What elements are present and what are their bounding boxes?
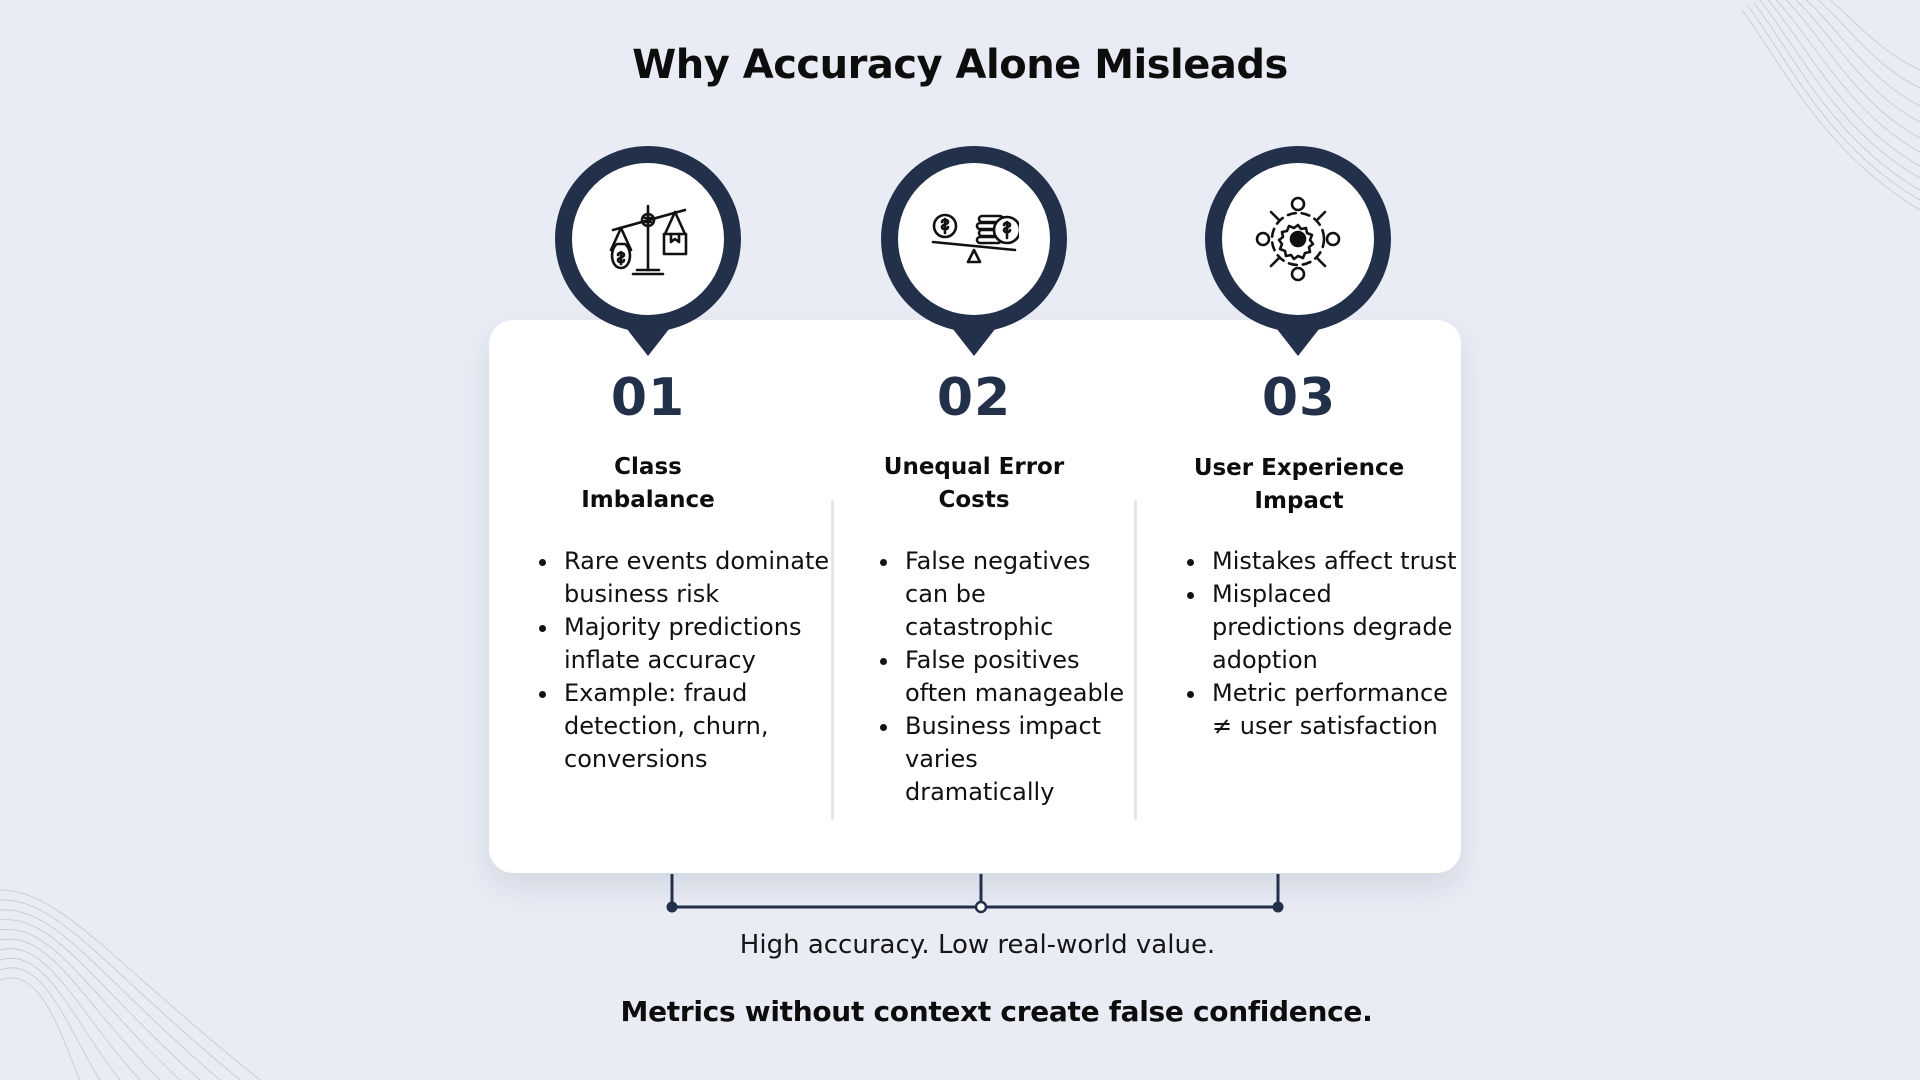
step-number-02: 02 (936, 368, 1012, 428)
heading-line: Class (614, 454, 682, 480)
list-item: False positives often manageable (901, 644, 1133, 710)
heading-line: Unequal Error (883, 454, 1065, 480)
list-item: Misplaced predictions degrade adoption (1208, 578, 1470, 677)
tagline: High accuracy. Low real-world value. (739, 930, 1216, 960)
list-item: Majority predictions inflate accuracy (560, 611, 852, 677)
page-title: Why Accuracy Alone Misleads (632, 42, 1288, 88)
column-heading-class-imbalance: Class Imbalance (498, 451, 798, 517)
corner-wave-decoration (0, 889, 261, 1080)
column-divider (1134, 500, 1137, 820)
corner-wave-decoration (1741, 0, 1920, 211)
column-heading-user-experience-impact: User Experience Impact (1149, 452, 1449, 518)
step-number-01: 01 (610, 368, 686, 428)
column-divider (831, 500, 834, 820)
bullet-list: False negatives can be catastrophic Fals… (879, 545, 1133, 809)
list-item: Example: fraud detection, churn, convers… (560, 677, 852, 776)
heading-line: Costs (938, 487, 1010, 513)
list-item: Metric performance ≠ user satisfaction (1208, 677, 1470, 743)
heading-line: Impact (1254, 488, 1344, 514)
content-card (489, 320, 1461, 873)
list-item: Mistakes affect trust (1208, 545, 1470, 578)
list-item: False negatives can be catastrophic (901, 545, 1133, 644)
column-heading-unequal-error-costs: Unequal Error Costs (824, 451, 1124, 517)
bracket-connector (666, 874, 1284, 914)
gear-users-icon (1255, 196, 1341, 282)
bullet-list: Rare events dominate business risk Major… (538, 545, 852, 776)
step-number-03: 03 (1261, 368, 1337, 428)
pin-marker-01 (553, 144, 743, 356)
heading-line: Imbalance (581, 487, 715, 513)
bullet-list: Mistakes affect trust Misplaced predicti… (1186, 545, 1470, 743)
list-item: Rare events dominate business risk (560, 545, 852, 611)
pin-shape (881, 146, 1067, 356)
coin-seesaw-icon (931, 213, 1019, 264)
pin-marker-02 (879, 144, 1069, 356)
conclusion-statement: Metrics without context create false con… (620, 995, 1373, 1028)
pin-marker-03 (1203, 144, 1393, 356)
heading-line: User Experience (1193, 455, 1405, 481)
list-item: Business impact varies dramatically (901, 710, 1133, 809)
balance-scale-icon (609, 204, 688, 276)
